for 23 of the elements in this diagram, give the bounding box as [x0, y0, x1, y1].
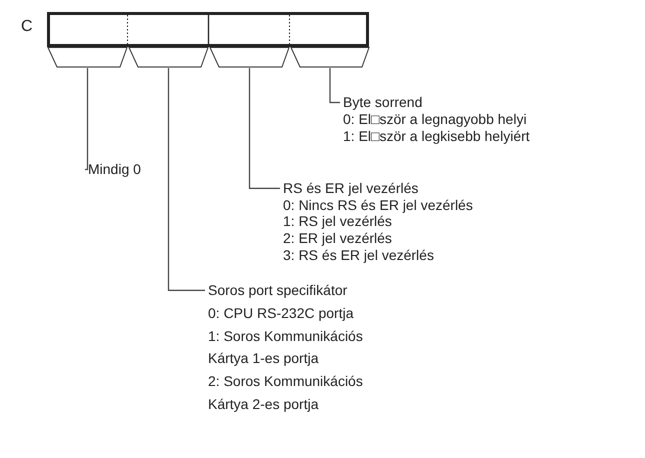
option-text: 0: CPU RS-232C portja — [208, 304, 355, 323]
option-text: 1: El□ször a legkisebb helyiért — [343, 128, 530, 145]
register-label: C — [21, 18, 33, 36]
leader-line — [329, 68, 340, 104]
bit-field-bracket — [128, 47, 209, 68]
field-heading: Byte sorrend — [343, 94, 424, 111]
bit-field-bracket — [47, 47, 128, 68]
option-text: 2: ER jel vezérlés — [283, 230, 393, 247]
option-text: 0: Nincs RS és ER jel vezérlés — [283, 196, 473, 214]
field-heading: RS és ER jel vezérlés — [283, 180, 420, 197]
option-text: 3: RS és ER jel vezérlés — [283, 246, 435, 264]
option-text: 2: Soros Kommunikációs Kártya 2-es portja — [208, 372, 364, 414]
field-heading: Soros port specifikátor — [208, 281, 348, 300]
leader-line — [248, 68, 280, 189]
leader-line — [168, 68, 205, 291]
option-text: 1: Soros Kommunikációs Kártya 1-es portja — [208, 326, 364, 368]
option-text: 0: El□ször a legnagyobb helyi — [343, 111, 528, 128]
bit-field-bracket — [290, 47, 370, 68]
register-bar — [47, 12, 369, 47]
option-text: 1: RS jel vezérlés — [283, 213, 393, 230]
field-heading: Mindig 0 — [88, 161, 141, 178]
bit-field-bracket — [209, 47, 290, 68]
leader-line — [85, 68, 88, 170]
